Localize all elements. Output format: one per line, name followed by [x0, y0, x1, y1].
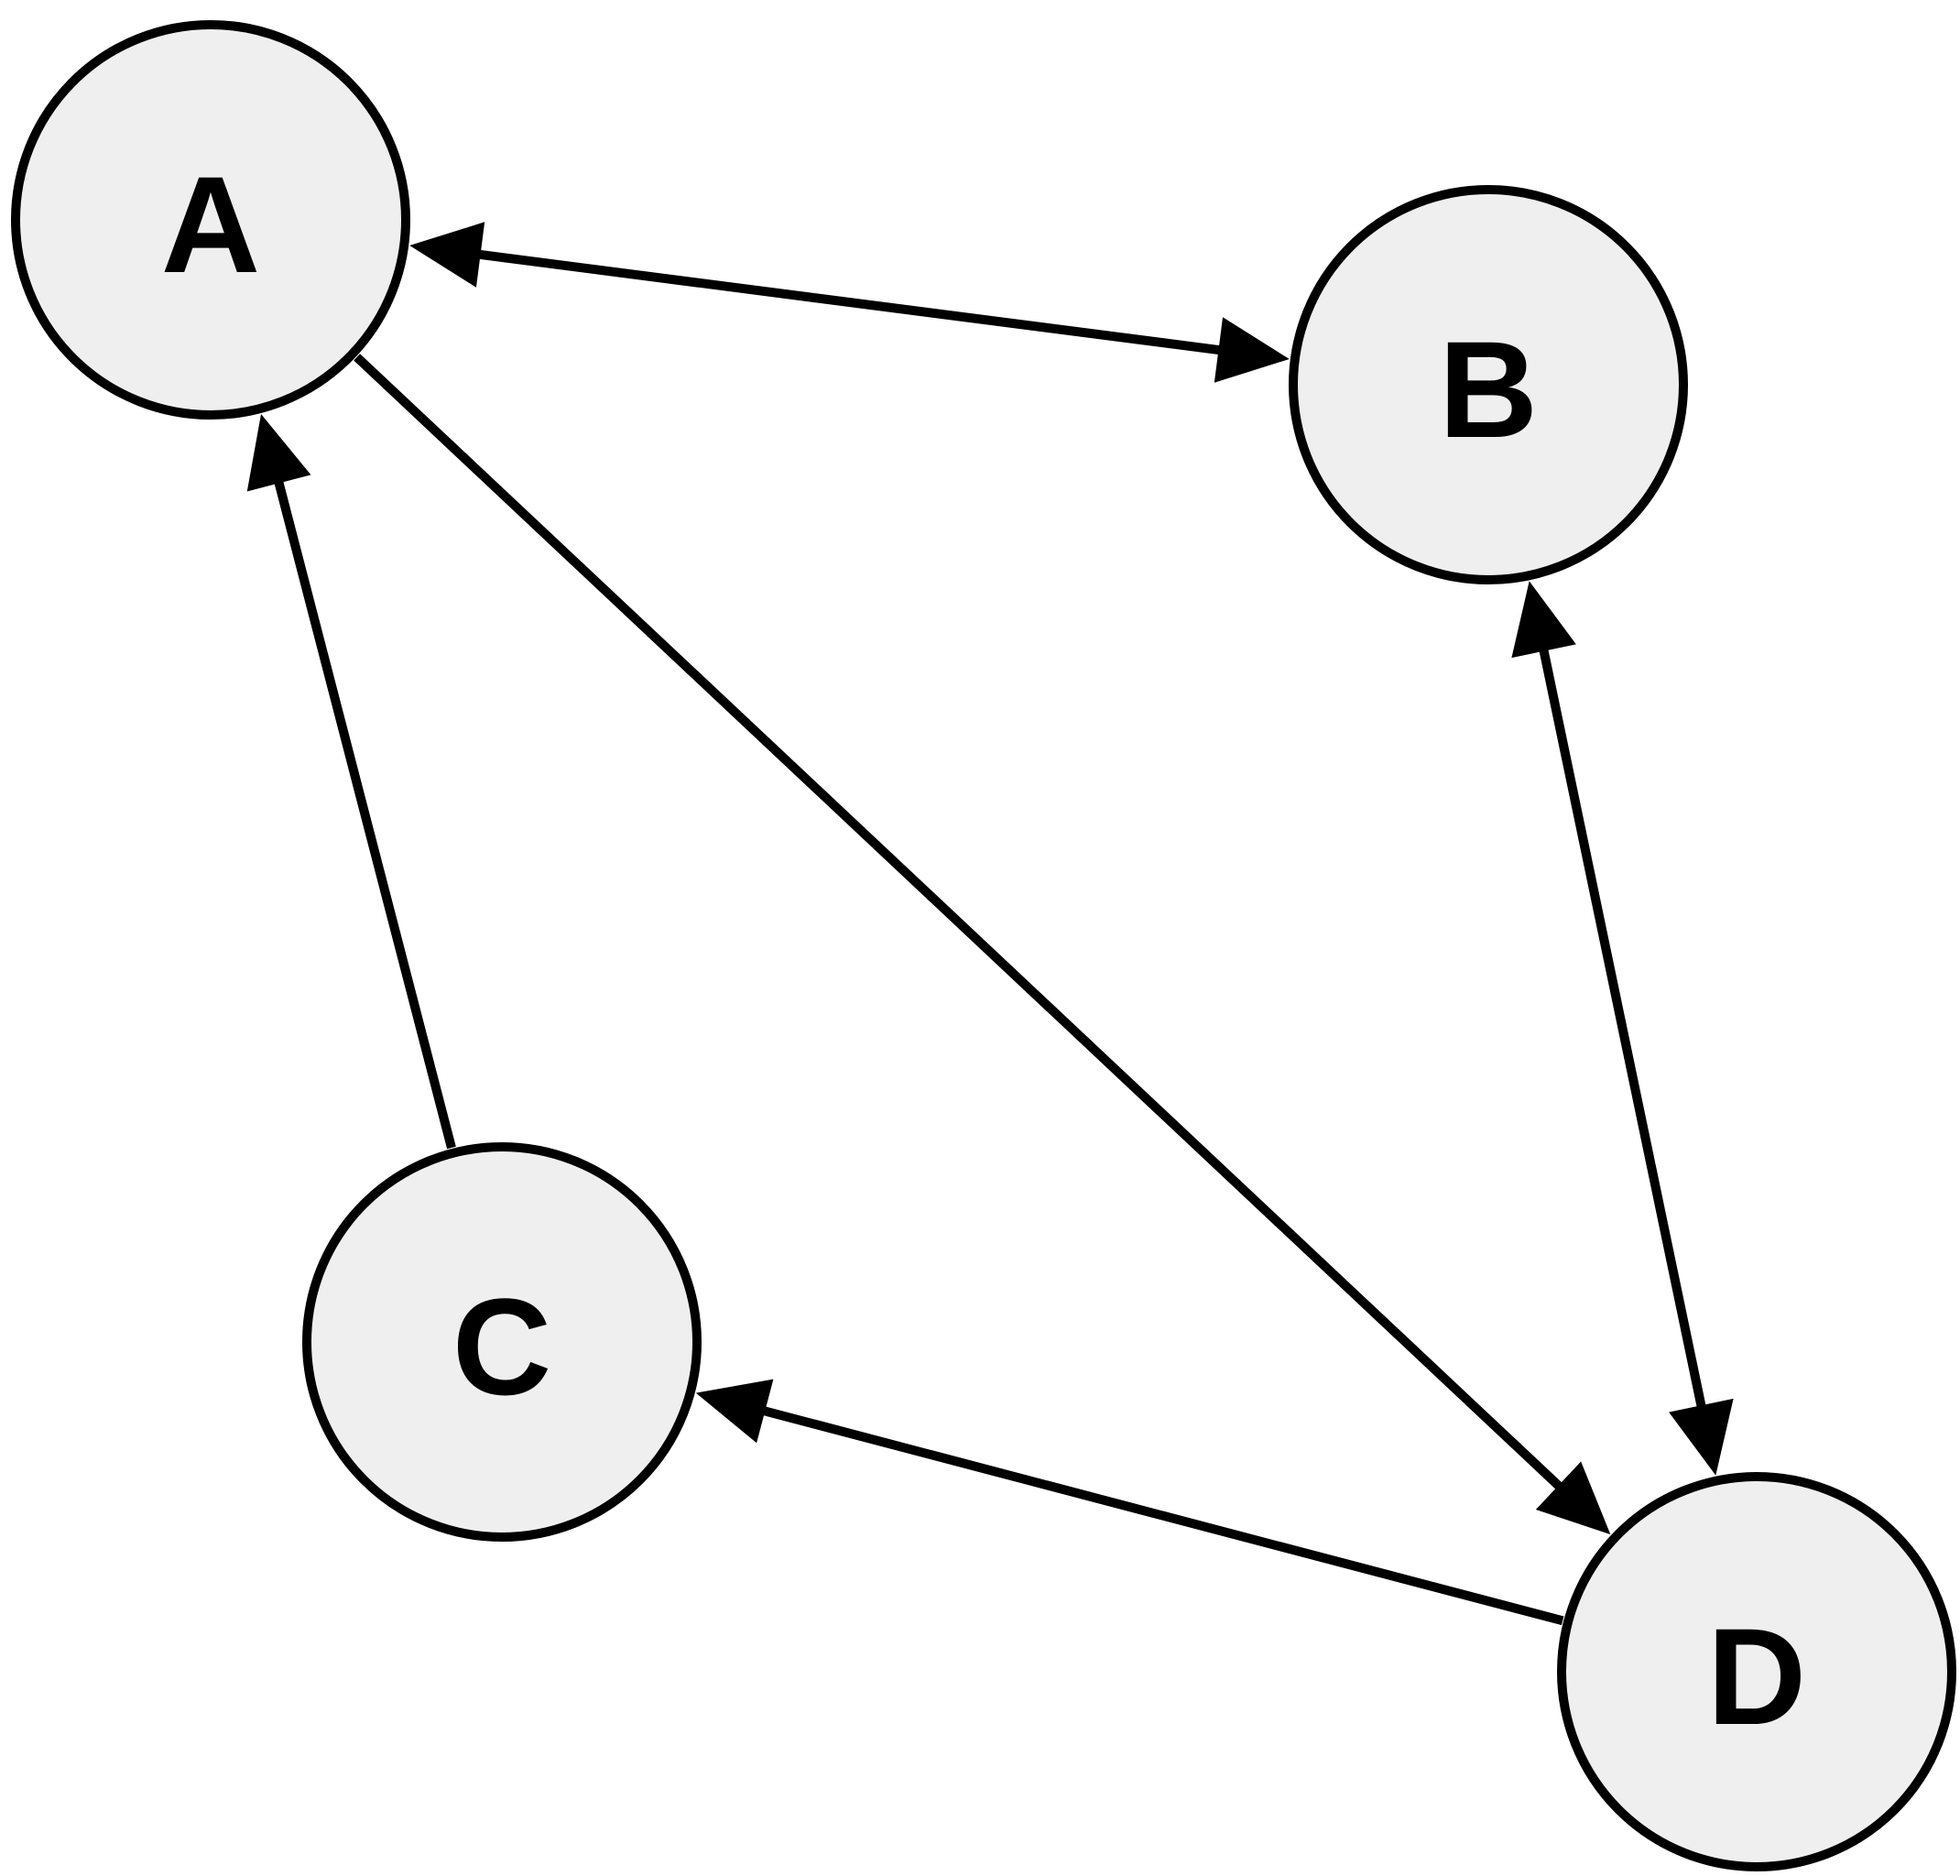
node-a-circle: [11, 20, 410, 420]
nodes-layer: A B C D: [11, 20, 1956, 1871]
node-a-label: A: [161, 147, 260, 301]
edge-a-b-arrowhead-a: [409, 222, 485, 288]
node-c-label: C: [452, 1270, 551, 1423]
edge-d-c-arrowhead-c: [695, 1379, 774, 1444]
node-b-label: B: [1439, 312, 1538, 466]
node-b: B: [1289, 185, 1688, 584]
node-c: C: [302, 1142, 702, 1542]
node-a: A: [11, 20, 410, 420]
edge-c-a-line: [272, 473, 456, 1150]
edge-a-d-arrowhead-d: [1535, 1461, 1611, 1535]
edge-a-b-arrowhead-b: [1214, 317, 1290, 383]
node-b-circle: [1289, 185, 1688, 584]
node-d: D: [1557, 1472, 1956, 1871]
edges-layer: [246, 222, 1734, 1626]
node-d-circle: [1557, 1472, 1956, 1871]
node-c-circle: [302, 1142, 702, 1542]
edge-a-d-line: [354, 354, 1569, 1496]
edge-d-c-line: [755, 1404, 1564, 1626]
edge-b-d-arrowhead-d: [1669, 1398, 1734, 1476]
edge-c-a-arrowhead-a: [246, 413, 311, 492]
edge-a-b-line: [471, 248, 1228, 356]
edge-b-d-arrowhead-b: [1511, 581, 1576, 659]
node-d-label: D: [1707, 1599, 1806, 1753]
edge-b-d-line: [1537, 640, 1708, 1416]
